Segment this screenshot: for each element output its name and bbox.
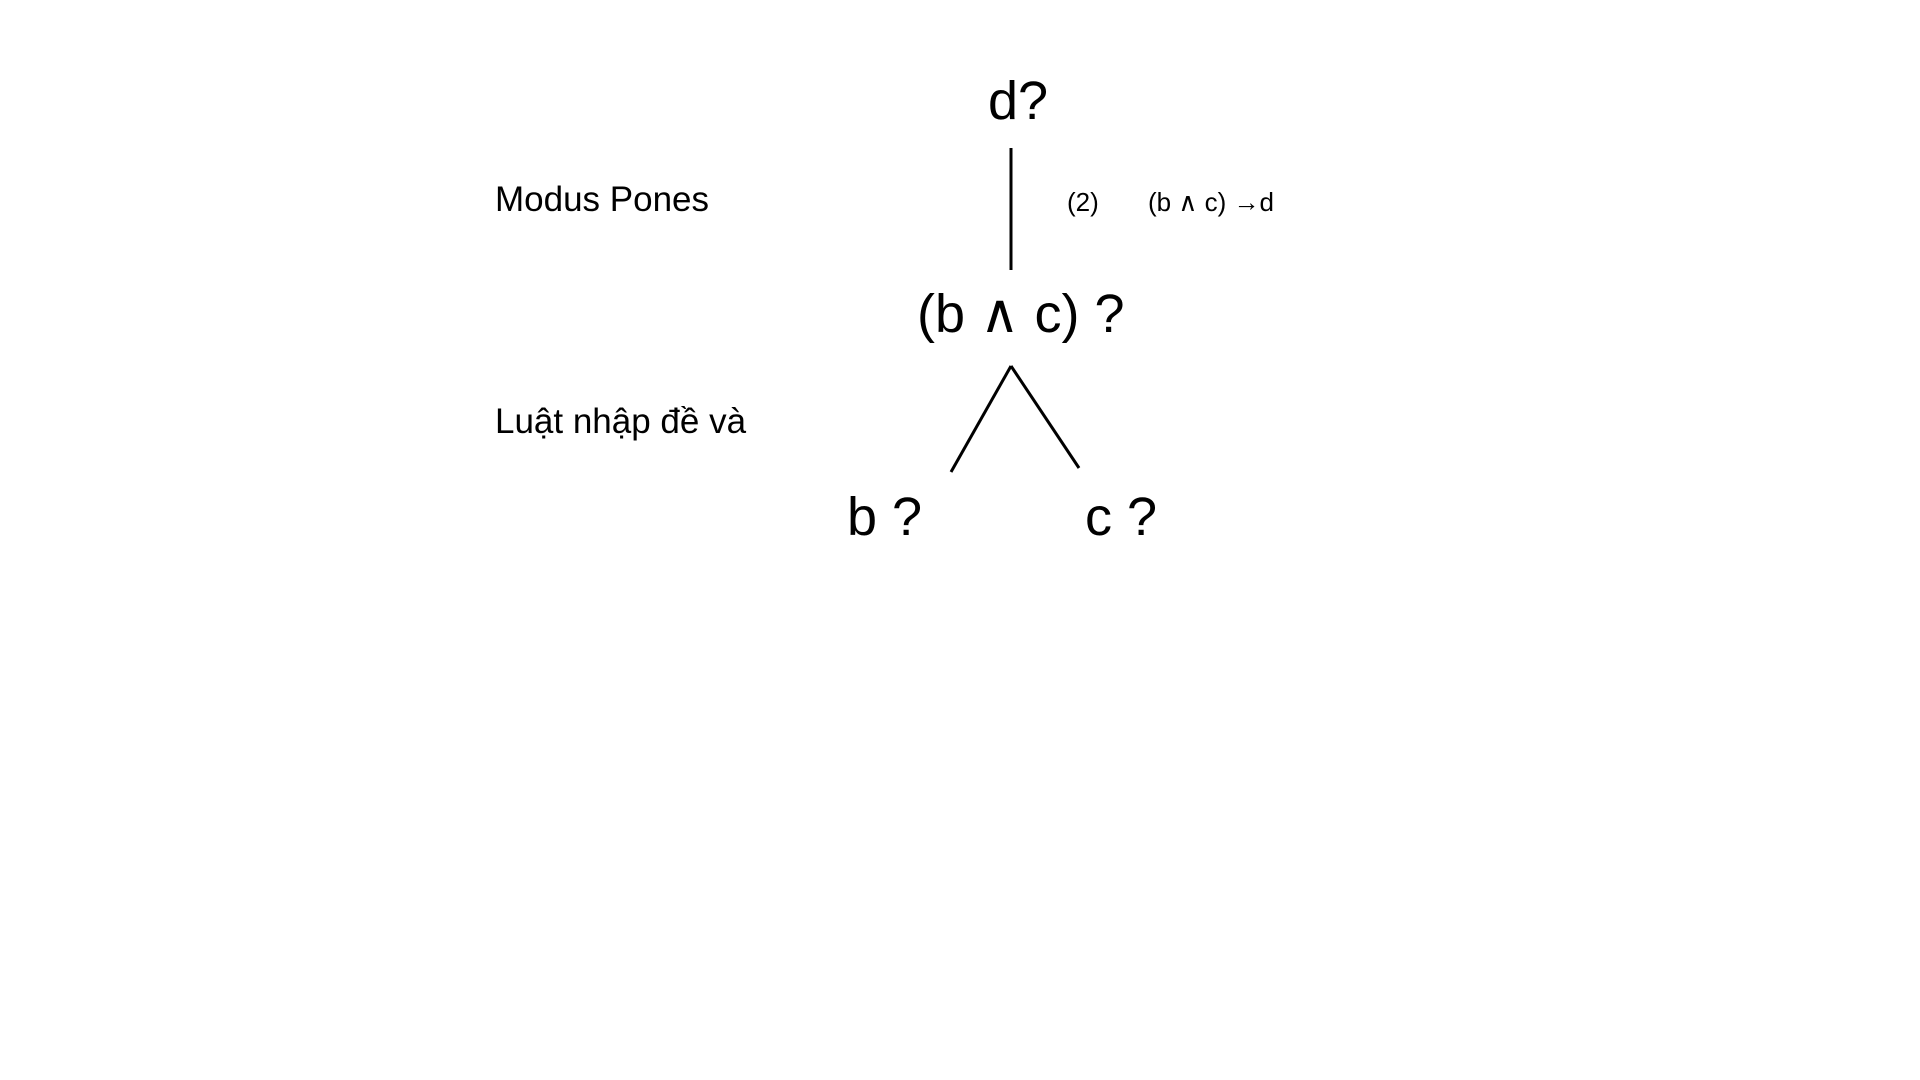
rule-label-modus-ponens: Modus Pones xyxy=(495,180,710,219)
premise-number: (2) xyxy=(1067,187,1099,217)
edge-conjunction-to-b xyxy=(949,365,1013,473)
conjunction-goal-node: (b ∧ c) ? xyxy=(917,284,1125,344)
root-goal-node: d? xyxy=(988,71,1049,131)
left-leaf-goal-node: b ? xyxy=(847,487,923,547)
edge-conjunction-to-c xyxy=(1009,365,1081,469)
right-leaf-goal-node: c ? xyxy=(1085,487,1158,547)
rule-label-and-introduction: Luật nhập đề và xyxy=(495,402,747,441)
premise-formula: (b ∧ c) →d xyxy=(1148,187,1274,217)
